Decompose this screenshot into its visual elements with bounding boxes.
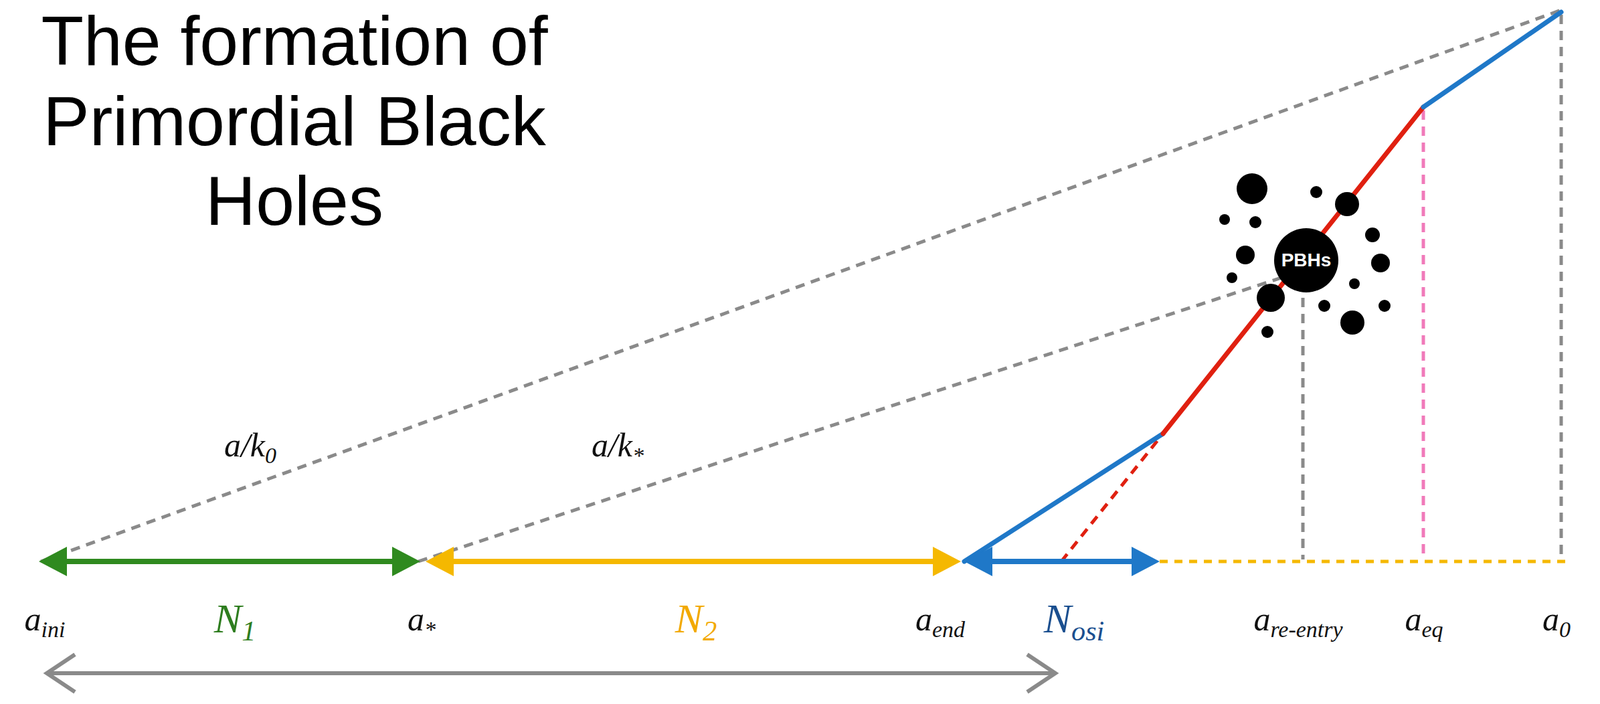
node-text: PBHs <box>1281 249 1332 272</box>
label-subscript: * <box>424 616 436 642</box>
axis-label: aend <box>915 602 965 642</box>
label-subscript: re-entry <box>1270 616 1343 642</box>
label-base: a/k <box>591 426 633 464</box>
arrow-head <box>964 546 993 577</box>
axis-label: a/k0 <box>224 428 277 468</box>
horizon-line <box>418 274 1292 562</box>
arrow-head <box>1131 546 1160 577</box>
span-arrow <box>48 671 1054 676</box>
curve-segment <box>1423 12 1562 108</box>
marker-line <box>1421 110 1426 560</box>
label-subscript: * <box>632 442 644 468</box>
arrow-head <box>932 546 961 577</box>
arrow-head <box>46 654 75 692</box>
label-base: a <box>1253 600 1271 638</box>
axis-label: N2 <box>675 597 717 646</box>
pbh-circle: PBHs <box>1274 228 1339 293</box>
label-subscript: 2 <box>702 614 717 647</box>
axis-label: a0 <box>1542 602 1571 642</box>
arrow-head <box>425 546 454 577</box>
pbh-dots <box>1219 173 1391 338</box>
label-base: N <box>675 595 703 642</box>
span-arrow <box>447 558 940 565</box>
label-subscript: 0 <box>264 442 277 468</box>
curve-segment <box>1163 107 1424 434</box>
arrow-head <box>38 546 67 577</box>
axis-label: a/k* <box>591 428 644 468</box>
label-base: N <box>214 595 242 642</box>
label-base: a <box>24 600 42 638</box>
span-arrow <box>61 558 398 565</box>
label-base: a <box>1542 600 1560 638</box>
title: The formation of Primordial Black Holes <box>0 1 589 242</box>
label-base: N <box>1043 595 1072 642</box>
curve-segment <box>1061 433 1164 562</box>
axis-label: are-entry <box>1253 602 1343 642</box>
label-subscript: 1 <box>241 614 256 647</box>
label-subscript: eq <box>1421 616 1443 642</box>
axis-label: aini <box>24 602 66 642</box>
label-base: a <box>407 600 425 638</box>
label-base: a/k <box>224 426 265 464</box>
label-subscript: osi <box>1071 614 1105 647</box>
axis-label: aeq <box>1404 602 1443 642</box>
arrow-head <box>392 546 421 577</box>
label-subscript: 0 <box>1559 616 1571 642</box>
label-subscript: end <box>932 616 965 642</box>
axis-label: N1 <box>214 597 256 646</box>
baseline <box>1159 560 1566 564</box>
span-arrow <box>985 558 1139 565</box>
curve-segment <box>964 433 1164 562</box>
label-base: a <box>1404 600 1422 638</box>
axis-label: Nosi <box>1043 597 1105 646</box>
label-base: a <box>915 600 933 638</box>
marker-line <box>1301 297 1305 560</box>
axis-label: a* <box>407 602 436 642</box>
marker-line <box>1559 14 1564 560</box>
label-subscript: ini <box>41 616 66 642</box>
arrow-head <box>1027 654 1056 692</box>
